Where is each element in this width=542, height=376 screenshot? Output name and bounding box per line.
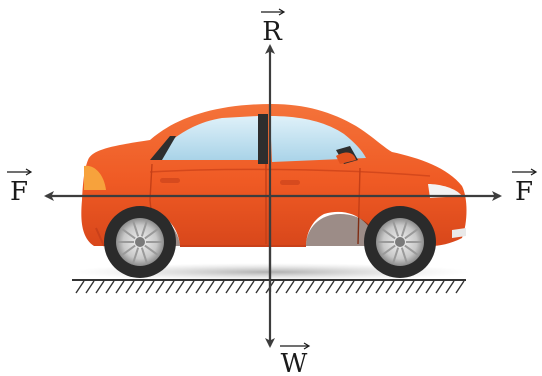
reaction-symbol: R xyxy=(262,17,283,47)
force-arrows xyxy=(46,46,500,346)
front-door-handle xyxy=(280,180,300,185)
rear-door-handle xyxy=(160,178,180,183)
front-wheel xyxy=(364,206,436,278)
car xyxy=(81,104,466,278)
b-pillar xyxy=(258,114,268,164)
rear-wheel xyxy=(104,206,176,278)
label-weight: W xyxy=(280,343,309,376)
force-right-symbol: F xyxy=(515,177,533,207)
label-force-right: F xyxy=(512,169,536,207)
label-force-left: F xyxy=(7,169,31,207)
force-left-symbol: F xyxy=(10,177,28,207)
weight-symbol: W xyxy=(281,349,308,376)
label-reaction: R xyxy=(261,9,284,47)
